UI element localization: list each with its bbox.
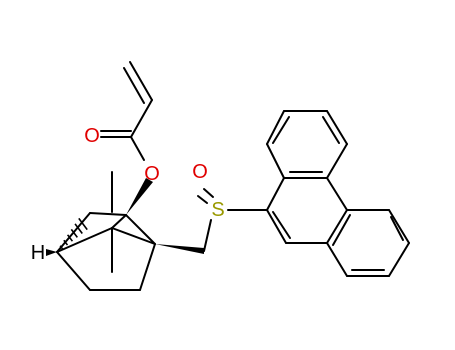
c2-o-wedge — [126, 178, 153, 215]
s-ch2-bond — [203, 219, 212, 252]
hash-segment — [55, 250, 59, 254]
phen-inner-double-f — [332, 214, 351, 246]
hash-segment — [66, 234, 74, 242]
ester-c-o-bond — [130, 136, 145, 161]
phen-c9-c10-bond — [266, 209, 287, 244]
sulfonyl-double-bond-a — [203, 188, 214, 198]
bond-lines — [56, 61, 410, 291]
c2-c3-bond — [89, 212, 127, 216]
phen-ring-5 — [326, 143, 348, 179]
c4-c5-bond — [56, 251, 91, 291]
phen-ring-9 — [388, 242, 410, 277]
c7-c2-bond — [111, 214, 127, 229]
carbonyl-oxygen-label: O — [84, 125, 100, 147]
c1-ch2-wedge — [155, 244, 204, 254]
c7-c1-bond — [111, 227, 156, 245]
phen-c10a-c4b-bond — [326, 209, 348, 244]
hash-segment — [63, 239, 69, 246]
stereo-wedges — [46, 178, 204, 256]
acryl-single-bond — [130, 99, 153, 138]
phen-inner-double-d — [390, 216, 404, 241]
sulfonyl-double-bond-b — [197, 195, 208, 204]
phen-ring-2 — [266, 110, 285, 145]
phen-inner-double-a — [272, 116, 290, 144]
phen-inner-double-b — [322, 116, 340, 144]
phen-c9-c8a-bond — [266, 177, 285, 211]
vinyl-double-bond-b — [123, 67, 145, 104]
sulfur-label: S — [211, 199, 224, 221]
phen-ring-11 — [326, 242, 348, 277]
hash-segment — [78, 217, 88, 231]
phen-ring-4 — [326, 110, 348, 145]
phen-ring-8 — [388, 209, 410, 244]
ester-oxygen-label: O — [144, 163, 160, 185]
c6-c1-bond — [139, 243, 156, 291]
c1-c2-bond — [125, 214, 156, 245]
hash-segment — [74, 223, 83, 234]
phen-ring-1 — [266, 143, 285, 179]
hash-segment — [70, 228, 78, 238]
stereo-hash-bond — [55, 217, 88, 254]
hash-segment — [59, 245, 64, 250]
phen-c9-c10-inner — [272, 211, 291, 239]
bridgehead-hydrogen-label: H — [31, 242, 45, 264]
c4-h-wedge — [46, 249, 57, 256]
c4-c7-bond — [56, 227, 113, 253]
vinyl-double-bond-a — [129, 61, 153, 101]
sulfonyl-oxygen-label: O — [192, 161, 208, 183]
phen-c4b-c8a-bond — [326, 177, 348, 211]
